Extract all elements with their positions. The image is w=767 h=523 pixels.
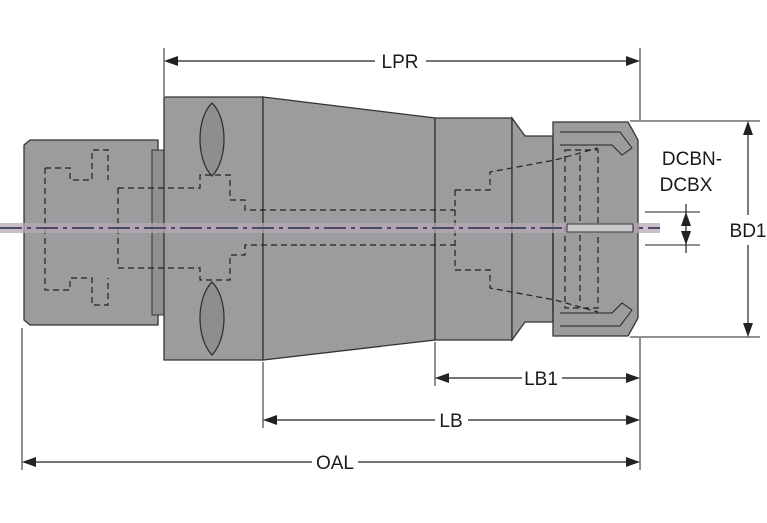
dim-lb1-label: LB1	[524, 369, 558, 390]
dim-bd1-label: BD1	[730, 221, 767, 242]
dim-bd1-arrow-top	[743, 121, 753, 135]
dim-lpr-label: LPR	[382, 52, 419, 73]
hidden-coolant-bore	[300, 209, 455, 246]
dim-lpr-arrow-left	[164, 56, 178, 66]
drive-slot-top	[199, 102, 225, 177]
dim-lb1-arrow-right	[626, 373, 640, 383]
dim-lb1-arrow-left	[435, 373, 449, 383]
dim-dcbx-label: DCBX	[660, 175, 713, 196]
bore-bar	[566, 223, 634, 233]
nut-face-bottom	[560, 302, 633, 327]
drive-slot-bottom	[199, 281, 225, 356]
dim-dcb-arrow-bottom	[681, 231, 691, 245]
dim-oal-arrow-left	[22, 457, 36, 467]
dim-oal-arrow-right	[626, 457, 640, 467]
dim-dcb-arrow-top	[681, 212, 691, 226]
dim-lb-arrow-right	[626, 415, 640, 425]
dim-lb-label: LB	[439, 411, 462, 432]
nut-face-top	[560, 131, 633, 156]
dim-lb-arrow-left	[263, 415, 277, 425]
hidden-drawbar-bore	[117, 174, 300, 281]
dim-lpr-arrow-right	[626, 56, 640, 66]
dim-oal-label: OAL	[316, 453, 354, 474]
dim-bd1-arrow-bottom	[743, 323, 753, 337]
dim-dcbn-label: DCBN-	[662, 149, 722, 170]
hidden-shank-bore	[44, 149, 109, 306]
